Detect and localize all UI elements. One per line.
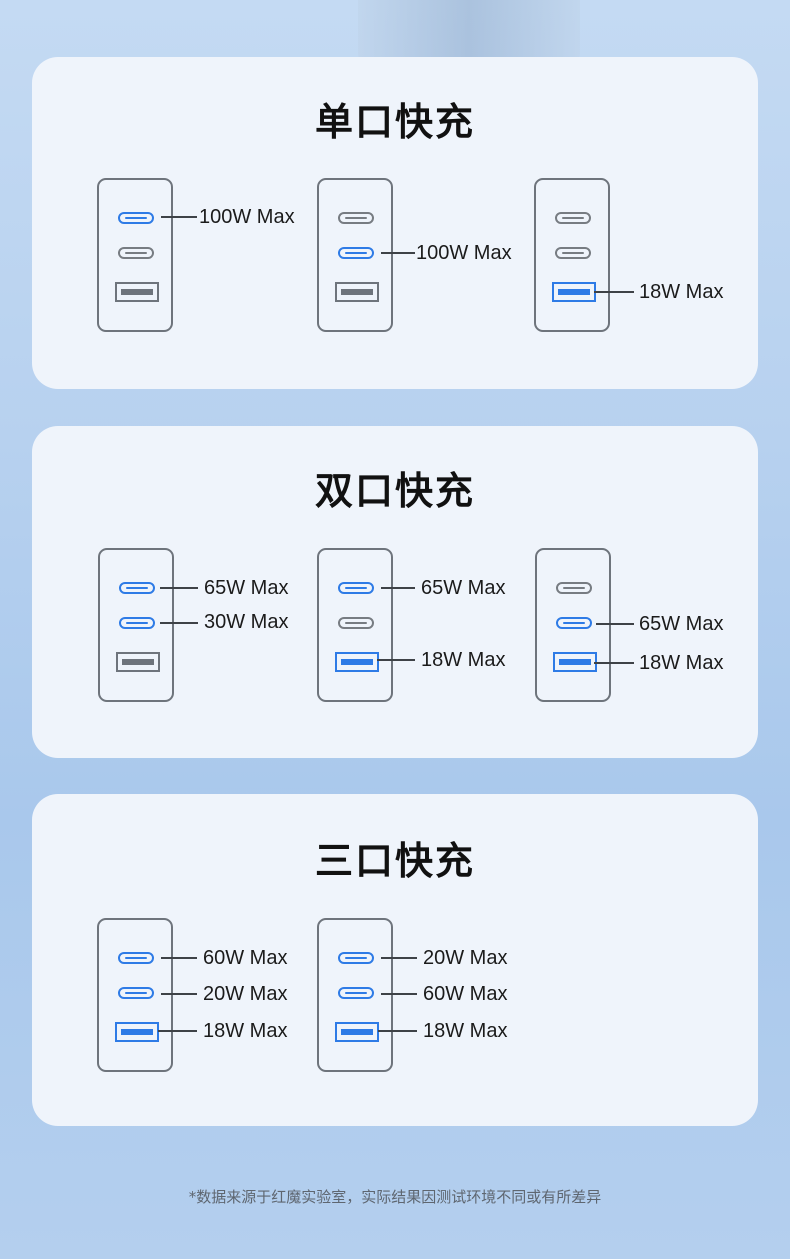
charger-diagram bbox=[317, 178, 393, 332]
usb-a-port-icon bbox=[115, 1022, 159, 1042]
charger-diagram bbox=[534, 178, 610, 332]
usb-c-port-icon bbox=[556, 617, 592, 629]
usb-a-port-icon bbox=[116, 652, 160, 672]
callout-line bbox=[596, 623, 634, 625]
port-power-label: 65W Max bbox=[639, 613, 724, 635]
usb-c-port-icon bbox=[338, 617, 374, 629]
charger-diagram bbox=[97, 918, 173, 1072]
callout-line bbox=[158, 1030, 197, 1032]
usb-a-port-icon bbox=[335, 1022, 379, 1042]
port-power-label: 100W Max bbox=[416, 242, 512, 264]
usb-a-port-icon bbox=[335, 652, 379, 672]
port-power-label: 18W Max bbox=[639, 652, 724, 674]
usb-c-port-icon bbox=[338, 952, 374, 964]
charger-diagram bbox=[97, 178, 173, 332]
usb-a-port-icon bbox=[335, 282, 379, 302]
usb-a-port-icon bbox=[115, 282, 159, 302]
callout-line bbox=[377, 659, 415, 661]
port-power-label: 18W Max bbox=[639, 281, 724, 303]
usb-c-port-icon bbox=[338, 987, 374, 999]
usb-c-port-icon bbox=[338, 582, 374, 594]
callout-line bbox=[381, 587, 415, 589]
usb-c-port-icon bbox=[118, 987, 154, 999]
usb-c-port-icon bbox=[555, 212, 591, 224]
callout-line bbox=[160, 622, 198, 624]
section-title: 双口快充 bbox=[314, 469, 475, 513]
callout-line bbox=[381, 993, 417, 995]
charger-diagram bbox=[98, 548, 174, 702]
usb-c-port-icon bbox=[338, 247, 374, 259]
product-background-image bbox=[358, 0, 580, 62]
port-power-label: 60W Max bbox=[203, 947, 288, 969]
usb-c-port-icon bbox=[338, 212, 374, 224]
port-power-label: 20W Max bbox=[203, 983, 288, 1005]
callout-line bbox=[161, 216, 197, 218]
port-power-label: 65W Max bbox=[204, 577, 289, 599]
port-power-label: 65W Max bbox=[421, 577, 506, 599]
callout-line bbox=[161, 993, 197, 995]
dual-port-section: 双口快充 65W Max 30W Max 65W Max 18W Max 65W… bbox=[32, 426, 758, 758]
section-title: 单口快充 bbox=[314, 100, 475, 144]
usb-c-port-icon bbox=[119, 582, 155, 594]
disclaimer-footnote: *数据来源于红魔实验室，实际结果因测试环境不同或有所差异 bbox=[188, 1188, 602, 1206]
usb-a-port-icon bbox=[552, 282, 596, 302]
charger-diagram bbox=[535, 548, 611, 702]
callout-line bbox=[594, 662, 634, 664]
usb-c-port-icon bbox=[118, 952, 154, 964]
usb-c-port-icon bbox=[118, 212, 154, 224]
callout-line bbox=[381, 957, 417, 959]
usb-c-port-icon bbox=[118, 247, 154, 259]
charger-diagram bbox=[317, 548, 393, 702]
triple-port-section: 三口快充 60W Max 20W Max 18W Max 20W Max 60W… bbox=[32, 794, 758, 1126]
callout-line bbox=[378, 1030, 417, 1032]
usb-c-port-icon bbox=[556, 582, 592, 594]
callout-line bbox=[160, 587, 198, 589]
port-power-label: 20W Max bbox=[423, 947, 508, 969]
usb-c-port-icon bbox=[555, 247, 591, 259]
charger-diagram bbox=[317, 918, 393, 1072]
port-power-label: 18W Max bbox=[423, 1020, 508, 1042]
port-power-label: 18W Max bbox=[421, 649, 506, 671]
port-power-label: 18W Max bbox=[203, 1020, 288, 1042]
callout-line bbox=[381, 252, 415, 254]
usb-a-port-icon bbox=[553, 652, 597, 672]
usb-c-port-icon bbox=[119, 617, 155, 629]
port-power-label: 60W Max bbox=[423, 983, 508, 1005]
section-title: 三口快充 bbox=[314, 839, 475, 883]
port-power-label: 30W Max bbox=[204, 611, 289, 633]
callout-line bbox=[594, 291, 634, 293]
single-port-section: 单口快充 100W Max 100W Max 18W Max bbox=[32, 57, 758, 389]
callout-line bbox=[161, 957, 197, 959]
port-power-label: 100W Max bbox=[199, 206, 295, 228]
